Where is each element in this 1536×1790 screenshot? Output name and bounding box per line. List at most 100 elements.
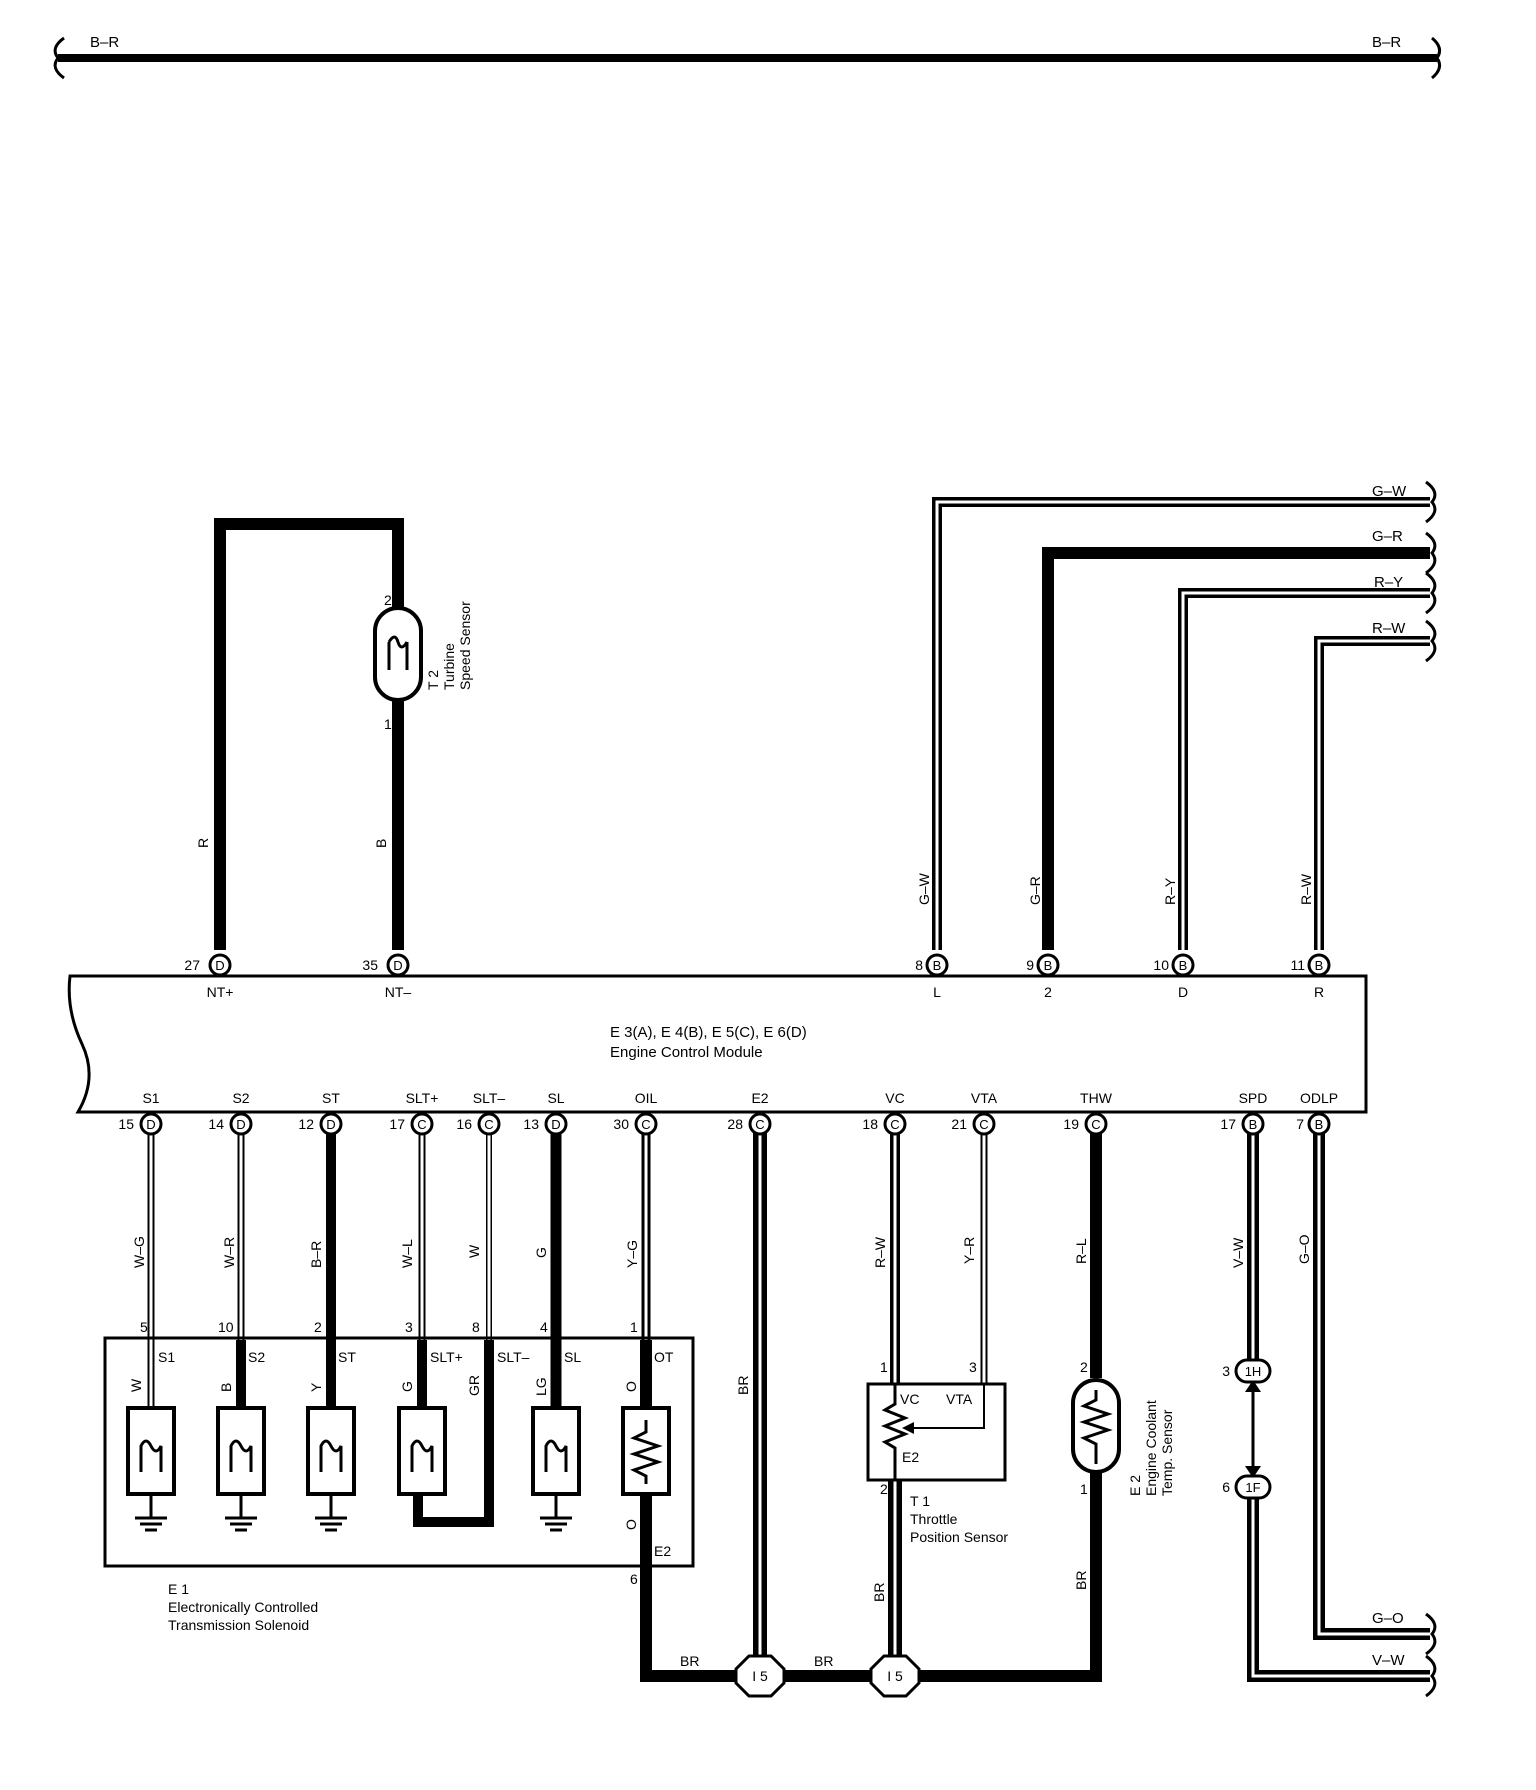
solenoid-inner-color: LG	[533, 1377, 549, 1396]
right-wire-2-vlabel: G–R	[1027, 876, 1043, 905]
solenoid-pin: 1	[630, 1319, 638, 1335]
ground-splice: I 5 I 5 BR BR	[680, 1653, 921, 1698]
pin-number: 35	[362, 957, 378, 973]
solenoid-inner-color: O	[623, 1381, 639, 1392]
junction-1f-num: 6	[1222, 1479, 1230, 1495]
connector-letter: B	[1315, 958, 1324, 973]
solenoid-term: OT	[654, 1349, 674, 1365]
solenoid-id: E 1	[168, 1581, 189, 1597]
splice-wire-1: BR	[680, 1653, 699, 1669]
coolant-name-2: Temp. Sensor	[1159, 1409, 1175, 1496]
junction-connectors: 1H 3 1F 6	[1222, 1358, 1272, 1500]
tps-name-2: Position Sensor	[910, 1529, 1008, 1545]
solenoid-term: S2	[248, 1349, 265, 1365]
coolant-id: E 2	[1127, 1475, 1143, 1496]
coil-icon	[544, 1439, 568, 1472]
tps-wire-below: BR	[871, 1583, 887, 1602]
terminal-label: S2	[232, 1090, 249, 1106]
wire-color: G	[533, 1247, 549, 1258]
solenoid-pin: 5	[140, 1319, 148, 1335]
ecm-top-pins: D 27 NT+ D 35 NT– B 8 L B 9 2 B 10 D	[184, 953, 1331, 1000]
pin-number: 12	[298, 1116, 314, 1132]
pin-number: 30	[613, 1116, 629, 1132]
connector-letter: D	[393, 958, 402, 973]
terminal-label: NT+	[207, 984, 234, 1000]
tps-id: T 1	[910, 1493, 930, 1509]
turbine-wire-right-color: B	[373, 839, 389, 848]
ecm-bottom-pin: C 28 E2	[727, 1090, 772, 1136]
terminal-label: NT–	[385, 984, 412, 1000]
connector-letter: B	[1179, 958, 1188, 973]
wire-color: BR	[735, 1376, 751, 1395]
solenoid-inner-color: Y	[308, 1382, 324, 1392]
tps-pin-e2: 2	[880, 1481, 888, 1497]
top-bus-left-label: B–R	[90, 34, 119, 51]
solenoid-inner-color: GR	[466, 1375, 482, 1396]
connector-letter: C	[979, 1117, 988, 1132]
right-wire-3-vlabel: R–Y	[1162, 877, 1178, 905]
junction-1h-num: 3	[1222, 1363, 1230, 1379]
terminal-label: L	[933, 984, 941, 1000]
connector-letter: D	[326, 1117, 335, 1132]
solenoid-pin: 2	[314, 1319, 322, 1335]
throttle-position-sensor: 1 3 2 VC VTA E2 T 1 Throttle Position Se…	[866, 1359, 1008, 1602]
coolant-pin-top: 2	[1080, 1359, 1088, 1375]
terminal-label: D	[1178, 984, 1188, 1000]
solenoid-bottom-color: O	[623, 1519, 639, 1530]
pin-number: 15	[118, 1116, 134, 1132]
wire-color: Y–R	[961, 1237, 977, 1264]
terminal-label: VTA	[971, 1090, 998, 1106]
terminal-label: R	[1314, 984, 1324, 1000]
terminal-label: S1	[142, 1090, 159, 1106]
turbine-wire-left-color: R	[195, 838, 211, 848]
connector-letter: C	[641, 1117, 650, 1132]
tps-e2-label: E2	[902, 1449, 919, 1465]
wire-color: Y–G	[624, 1240, 640, 1268]
turbine-sensor-name-1: Turbine	[441, 643, 457, 690]
turbine-sensor-id: T 2	[425, 670, 441, 690]
turbine-pin-top: 2	[384, 592, 392, 608]
wire-color: R–L	[1073, 1238, 1089, 1264]
wire-color: G–O	[1296, 1234, 1312, 1264]
coil-icon	[229, 1439, 253, 1472]
pin-number: 28	[727, 1116, 743, 1132]
arrow-up-icon	[1245, 1380, 1261, 1392]
pin-number: 8	[915, 957, 923, 973]
terminal-label: E2	[751, 1090, 768, 1106]
solenoid-inner-color: B	[218, 1383, 234, 1392]
bottom-wire-color-labels: W–G W–R B–R W–L W G Y–G BR R–W Y–R R–L V…	[131, 1234, 1312, 1395]
splice-1-label: I 5	[752, 1668, 768, 1684]
ecm-id: E 3(A), E 4(B), E 5(C), E 6(D)	[610, 1024, 807, 1041]
wire-color: W–R	[221, 1237, 237, 1268]
ecm-top-pin: D 27 NT+	[184, 953, 234, 1000]
terminal-label: ODLP	[1300, 1090, 1338, 1106]
solenoid-bottom-pin: 6	[630, 1571, 638, 1587]
solenoid-name-2: Transmission Solenoid	[168, 1617, 309, 1633]
ecm-bottom-wires: G–O V–W	[147, 1126, 1437, 1698]
pin-number: 17	[389, 1116, 405, 1132]
junction-1h	[1234, 1358, 1272, 1384]
right-wire-4-label: R–W	[1372, 620, 1406, 637]
solenoid-coil-st	[306, 1406, 356, 1532]
connector-letter: D	[551, 1117, 560, 1132]
engine-control-module: E 3(A), E 4(B), E 5(C), E 6(D) Engine Co…	[67, 974, 1368, 1114]
right-wire-4-vlabel: R–W	[1298, 873, 1314, 905]
connector-letter: C	[890, 1117, 899, 1132]
solenoid-pin: 4	[540, 1319, 548, 1335]
pin-number: 21	[951, 1116, 967, 1132]
arrow-down-icon	[1245, 1466, 1261, 1478]
coil-icon	[387, 635, 409, 670]
turbine-sensor-name-2: Speed Sensor	[457, 601, 473, 690]
connector-letter: C	[755, 1117, 764, 1132]
splice-wire-2: BR	[814, 1653, 833, 1669]
coil-icon	[139, 1439, 163, 1472]
